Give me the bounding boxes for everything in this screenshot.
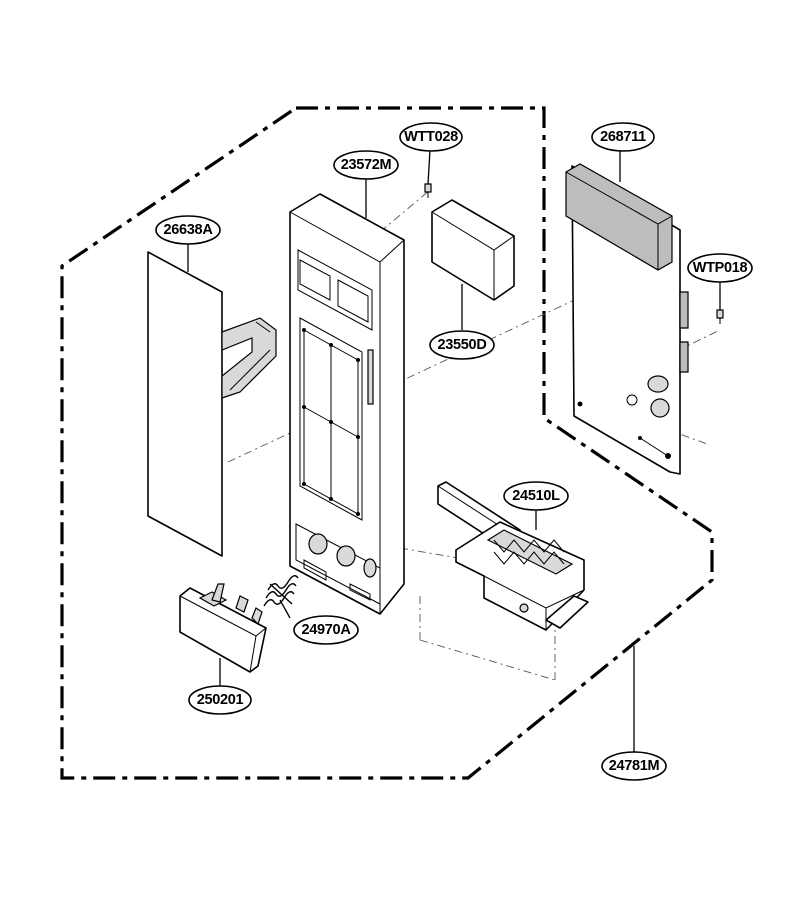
door-button-part [179,583,267,673]
leader-lines [187,149,721,752]
label-26638a-text: 26638A [164,222,214,238]
label-26638a: 26638A [155,215,221,245]
label-24781m-text: 24781M [609,758,660,774]
label-23550d-text: 23550D [438,337,487,353]
spring-part [263,575,299,607]
label-24970a-text: 24970A [302,622,352,638]
label-24510l-text: 24510L [512,488,560,504]
label-268711-text: 268711 [600,129,646,145]
pcb-assembly-part [565,163,689,475]
label-23572m: 23572M [333,150,399,180]
screw-wtt028-part [424,183,432,198]
label-24970a: 24970A [293,615,359,645]
label-268711: 268711 [591,122,655,152]
label-23550d: 23550D [429,330,495,360]
label-23572m-text: 23572M [341,157,392,173]
assembly-boundary [60,106,714,780]
label-250201-text: 250201 [197,692,244,708]
screw-wtp018-part [716,309,724,324]
label-wtp018: WTP018 [687,253,753,283]
label-wtp018-text: WTP018 [693,260,748,276]
label-250201: 250201 [188,685,252,715]
window-plate-part [431,199,515,301]
label-24510l: 24510L [503,481,569,511]
label-wtt028: WTT028 [399,122,463,152]
latch-lever-part [437,481,589,631]
label-wtt028-text: WTT028 [404,129,458,145]
keypad-membrane-part [147,251,277,557]
label-24781m: 24781M [601,751,667,781]
control-panel-frame-part [289,193,405,615]
